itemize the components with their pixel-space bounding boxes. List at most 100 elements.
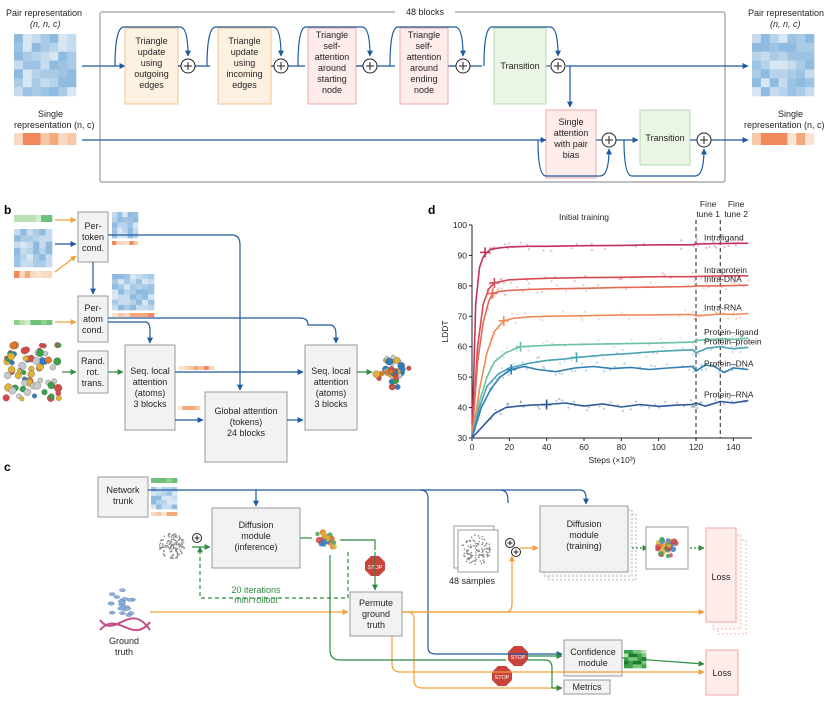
sample-point — [699, 277, 703, 280]
pair-cell — [151, 487, 157, 492]
sample-point — [714, 246, 718, 249]
sample-point — [495, 377, 498, 381]
noise-point — [483, 538, 486, 541]
pair-cell — [130, 294, 137, 301]
noise-point — [160, 546, 162, 549]
pair-cell — [58, 87, 68, 97]
noise-point — [471, 560, 474, 563]
single-cell — [14, 133, 24, 145]
pair-cell — [40, 60, 50, 70]
pair-cell — [787, 34, 797, 44]
noise-point — [469, 552, 471, 555]
pair-cell — [171, 495, 178, 501]
noise-point — [470, 551, 473, 554]
sample-point — [703, 341, 706, 344]
sample-point — [714, 341, 717, 345]
pair-cell — [124, 299, 131, 306]
sample-point — [687, 283, 690, 287]
series-line — [471, 399, 749, 439]
noise-point — [176, 536, 178, 538]
sample-point — [621, 409, 625, 412]
noise-point — [467, 549, 469, 552]
noise-point — [482, 555, 485, 558]
noise-point — [482, 553, 485, 556]
series-marker — [506, 364, 517, 375]
pair-cell — [31, 42, 41, 53]
protein-structure-icon — [645, 526, 689, 570]
sample-point — [519, 401, 523, 404]
sample-point — [647, 406, 651, 409]
atom — [3, 371, 12, 380]
sample-point — [705, 246, 708, 249]
pair-cell — [45, 254, 53, 261]
atom — [56, 342, 62, 348]
noise-point — [173, 547, 176, 549]
confidence-cell — [624, 660, 629, 665]
sample-point — [570, 369, 573, 372]
pair-cell — [22, 60, 33, 70]
pair-cell — [49, 78, 59, 88]
pair-cell — [142, 284, 149, 290]
sample-point — [561, 310, 565, 313]
pair-cell — [14, 248, 21, 255]
noise-point — [473, 559, 475, 562]
sample-point — [665, 363, 669, 366]
noise-point — [175, 547, 177, 549]
pair-cell — [26, 254, 34, 261]
pair-cell — [14, 51, 24, 61]
sample-point — [502, 356, 505, 359]
pair-cell — [171, 487, 178, 492]
strip-cell — [166, 478, 173, 483]
plus-icon — [601, 132, 617, 148]
strip-cell — [112, 241, 117, 245]
pair-cell — [132, 217, 139, 223]
triangle-start-box — [307, 27, 357, 105]
pair-cell — [148, 279, 155, 285]
sample-point — [721, 278, 724, 282]
sample-point — [545, 339, 548, 342]
series-label: Intra-RNA — [704, 303, 742, 313]
strip-cell — [30, 320, 37, 325]
sample-point — [698, 315, 701, 319]
noise-point — [166, 542, 168, 545]
pair-cell — [124, 304, 131, 311]
noise-point — [477, 544, 479, 546]
plus-icon — [511, 547, 521, 557]
sample-point — [550, 280, 553, 283]
atom — [47, 381, 55, 389]
strip-cell — [41, 271, 47, 278]
residue — [315, 536, 323, 544]
pair-cell — [166, 500, 173, 505]
residue — [331, 540, 337, 545]
noise-point — [172, 534, 174, 537]
pair-cell — [112, 212, 118, 218]
strip-cell — [178, 406, 183, 410]
atom — [37, 377, 44, 384]
atom — [16, 368, 22, 374]
sample-point — [536, 291, 539, 294]
pair-cell — [124, 279, 131, 285]
noise-point — [175, 539, 177, 542]
pair-cell — [20, 260, 27, 268]
noise-point — [182, 541, 185, 544]
pair-cell — [40, 42, 50, 53]
sample-point — [680, 247, 683, 250]
sample-point — [730, 345, 733, 348]
pair-matrix-out — [752, 34, 815, 97]
plus-icon — [362, 58, 378, 74]
pair-cell — [22, 34, 33, 44]
noise-point — [176, 541, 178, 543]
pair-cell — [112, 227, 118, 234]
confidence-cell — [632, 660, 638, 665]
noise-point — [178, 539, 180, 542]
pair-cell — [161, 504, 167, 510]
pair-cell — [33, 229, 40, 236]
plus-icon — [696, 132, 712, 148]
noise-point — [478, 536, 481, 539]
noise-point — [479, 560, 482, 563]
pair-cell — [805, 34, 815, 44]
noise-point — [172, 557, 174, 560]
pair-cell — [117, 212, 123, 218]
noise-point — [168, 533, 170, 535]
